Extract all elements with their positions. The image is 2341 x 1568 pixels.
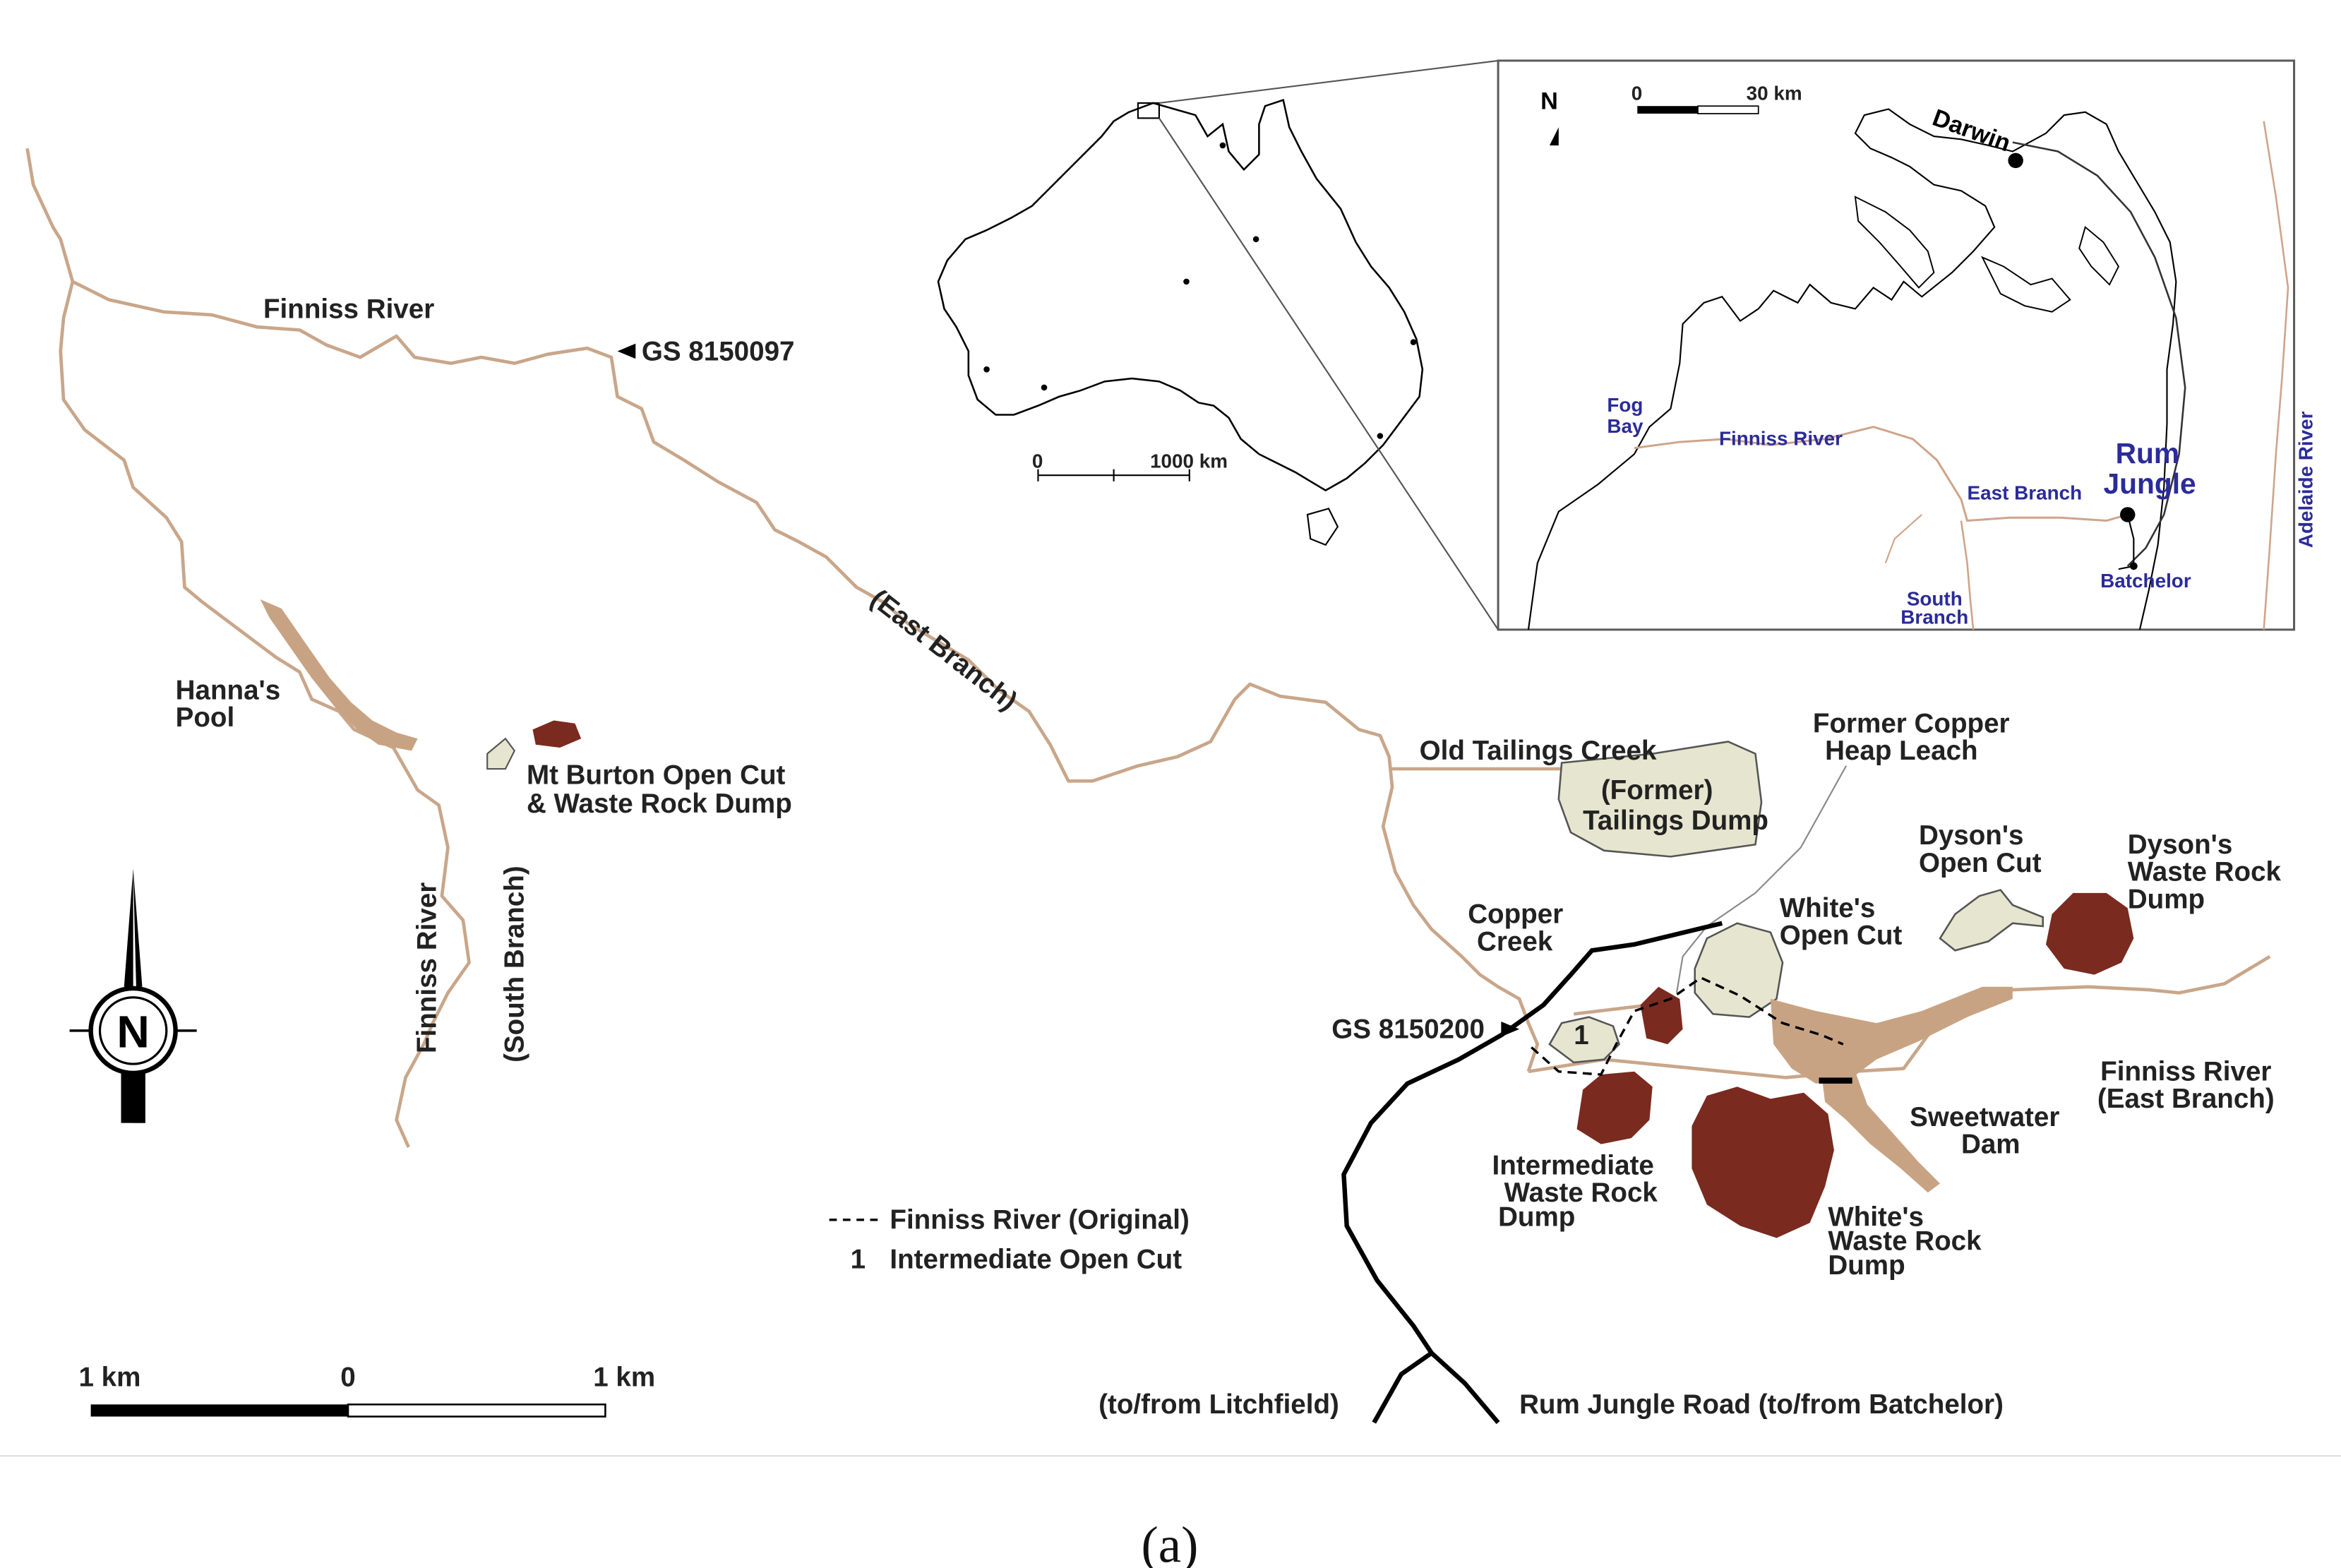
label-road-batchelor: Rum Jungle Road (to/from Batchelor) — [1519, 1389, 2004, 1420]
dysons-waste-dump — [2046, 892, 2134, 975]
gauge-lower-arrow — [1501, 1022, 1520, 1037]
region-south-branch-2: Branch — [1900, 606, 1968, 628]
label-former-copper-2: Heap Leach — [1825, 736, 1978, 766]
label-whites-waste-2: Waste Rock — [1828, 1226, 1982, 1257]
region-fog-bay-2: Bay — [1607, 415, 1644, 437]
label-old-tailings-creek: Old Tailings Creek — [1420, 736, 1657, 766]
scale-bar: 1 km 0 1 km — [78, 1363, 655, 1418]
region-rum-jungle-2: Jungle — [2103, 467, 2196, 500]
label-open-cut-number: 1 — [1574, 1020, 1588, 1051]
label-mt-burton-1: Mt Burton Open Cut — [527, 760, 786, 791]
north-arrow-label: N — [116, 1006, 149, 1057]
legend: Finniss River (Original) 1 Intermediate … — [829, 1205, 1190, 1274]
region-scale-end: 30 km — [1747, 83, 1802, 104]
mt-burton-waste-dump — [532, 720, 582, 748]
region-finniss-river-label: Finniss River — [1719, 427, 1843, 449]
label-dysons-open-cut-2: Open Cut — [1919, 848, 2042, 878]
dysons-open-cut — [1939, 889, 2044, 952]
label-dysons-waste-1: Dyson's — [2128, 830, 2233, 860]
label-road-litchfield: (to/from Litchfield) — [1098, 1389, 1339, 1420]
sweetwater-channel — [1821, 1071, 1940, 1193]
label-finniss-east-2: (East Branch) — [2097, 1084, 2275, 1114]
region-east-branch-label: East Branch — [1968, 482, 2083, 504]
label-finniss-river-left: Finniss River — [412, 882, 442, 1053]
region-batchelor-label: Batchelor — [2100, 570, 2191, 592]
tasmania-outline — [1306, 508, 1339, 546]
region-finniss-river — [1634, 426, 2129, 522]
australia-scale-start: 0 — [1032, 450, 1043, 472]
label-finniss-river-top: Finniss River — [263, 294, 434, 324]
north-arrow: N — [69, 868, 197, 1123]
region-adelaide-river-label: Adelaide River — [2294, 411, 2316, 548]
label-copper-creek-2: Creek — [1477, 926, 1553, 957]
hannas-pool-river — [260, 599, 418, 751]
mt-burton-open-cut — [486, 737, 516, 770]
figure-caption: (a) — [1141, 1516, 1198, 1568]
region-south-branch — [1960, 520, 1975, 630]
australia-inset: 0 1000 km — [937, 59, 1499, 630]
label-dysons-waste-3: Dump — [2128, 884, 2205, 914]
scale-bar-right: 1 km — [593, 1363, 655, 1393]
label-intermediate-waste-2: Waste Rock — [1504, 1178, 1658, 1208]
label-hannas-pool-2: Pool — [176, 702, 235, 733]
scale-bar-left: 1 km — [78, 1363, 140, 1393]
region-inset-frame — [1497, 59, 2296, 631]
label-gauge-upper: GS 8150097 — [642, 336, 795, 366]
label-south-branch: (South Branch) — [500, 866, 530, 1063]
label-whites-open-cut-2: Open Cut — [1780, 921, 1903, 951]
legend-line-item: Finniss River (Original) — [890, 1205, 1189, 1235]
region-rum-jungle-1: Rum — [2116, 437, 2179, 469]
region-north-label: N — [1540, 88, 1558, 114]
region-coastline — [1527, 108, 2177, 630]
label-gauge-lower: GS 8150200 — [1331, 1015, 1485, 1045]
label-intermediate-waste-1: Intermediate — [1492, 1151, 1653, 1181]
australia-outline — [937, 98, 1424, 492]
former-copper-leader-line — [1675, 765, 1848, 993]
label-copper-creek-1: Copper — [1468, 899, 1563, 930]
intermediate-waste-dump — [1576, 1071, 1653, 1144]
label-dysons-open-cut-1: Dyson's — [1919, 820, 2024, 851]
label-dysons-waste-2: Waste Rock — [2128, 857, 2282, 887]
label-sweetwater-2: Dam — [1961, 1130, 2020, 1160]
intermediate-open-cut — [1548, 1016, 1621, 1064]
australia-scale-end: 1000 km — [1150, 450, 1228, 472]
region-fog-bay-1: Fog — [1607, 394, 1643, 416]
label-tailings-dump-2: Tailings Dump — [1583, 806, 1768, 836]
tailings-dump — [1557, 741, 1763, 858]
region-road — [2012, 141, 2186, 567]
label-intermediate-waste-3: Dump — [1498, 1202, 1575, 1232]
label-finniss-east-1: Finniss River — [2100, 1057, 2271, 1087]
label-tailings-dump-1: (Former) — [1601, 775, 1713, 806]
region-adelaide-river — [2263, 121, 2289, 630]
region-inset: N 0 30 km Darwin Fog Bay Finniss River E… — [1497, 59, 2316, 631]
gauge-upper-arrow — [617, 343, 636, 359]
legend-number-item: Intermediate Open Cut — [890, 1244, 1182, 1274]
label-hannas-pool-1: Hanna's — [176, 675, 281, 705]
label-mt-burton-2: & Waste Rock Dump — [527, 789, 792, 819]
legend-number-key: 1 — [851, 1244, 866, 1274]
label-former-copper-1: Former Copper — [1813, 709, 2010, 739]
label-east-branch: (East Branch) — [865, 583, 1023, 716]
whites-waste-dump — [1692, 1087, 1834, 1238]
original-river-dashed — [1531, 976, 1844, 1076]
label-whites-waste-3: Dump — [1828, 1250, 1905, 1281]
label-sweetwater-1: Sweetwater — [1910, 1102, 2059, 1132]
intermediate-small-waste — [1640, 986, 1683, 1045]
whites-open-cut — [1694, 922, 1784, 1018]
region-south-branch-1: South — [1907, 588, 1963, 610]
label-whites-open-cut-1: White's — [1780, 893, 1876, 923]
label-whites-waste-1: White's — [1828, 1202, 1924, 1232]
region-scale-start: 0 — [1631, 83, 1643, 104]
roads — [1341, 921, 1723, 1425]
east-branch-wide-channel — [1770, 986, 2013, 1084]
scale-bar-center: 0 — [340, 1363, 355, 1393]
